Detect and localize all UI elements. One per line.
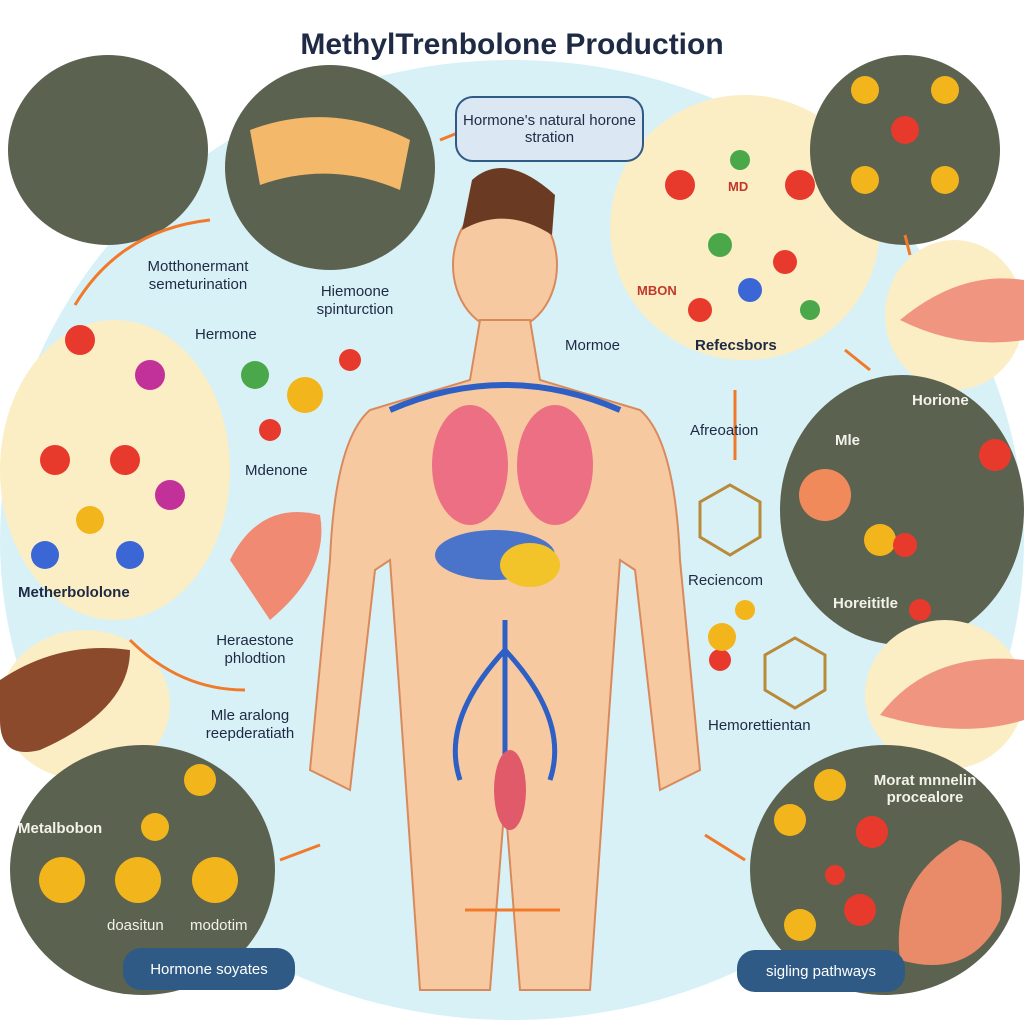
label-mormoe: Mormoe <box>565 337 621 354</box>
label-secretion: Motthonermant semeturination <box>147 258 249 293</box>
page-title: MethylTrenbolone Production <box>300 28 724 61</box>
organs <box>0 117 1024 965</box>
label-modotim: modotim <box>190 917 248 934</box>
molecule-circle-top-left <box>8 55 208 245</box>
label-spinturction: Hiemoone spinturction <box>316 283 394 318</box>
label-hermone: Hermone <box>195 326 257 343</box>
hormone-systems-pill: Hormone soyates <box>123 948 295 990</box>
label-reciencom: Reciencom <box>688 572 764 589</box>
arrows <box>73 128 912 912</box>
label-horione: Horione <box>912 392 969 409</box>
molecule-circle-top-right <box>810 55 1000 245</box>
label-aralong: Mle aralong reepderatiath <box>205 707 295 742</box>
label-mle-right: Mle <box>835 432 861 449</box>
molecule-atoms <box>31 76 1011 941</box>
label-heraestone: Heraestone phlodtion <box>216 632 294 667</box>
label-hemorettientan: Hemorettientan <box>708 717 811 734</box>
label-mdenone: Mdenone <box>245 462 308 479</box>
signaling-pathways-pill: sigling pathways <box>737 950 905 992</box>
label-metherbololone: Metherbololone <box>18 584 130 601</box>
label-refecsbors: Refecsbors <box>695 337 777 354</box>
label-afreoation: Afreoation <box>690 422 759 439</box>
natural-hormone-callout: Hormone's natural horone stration <box>455 96 644 162</box>
label-doasitun: doasitun <box>107 917 164 934</box>
label-md: MD <box>728 179 749 194</box>
label-mbon: MBON <box>637 283 677 298</box>
label-procealore: Morat mnnelin procealore <box>873 772 977 806</box>
label-horeititle: Horeititle <box>833 595 899 612</box>
label-metalbobon: Metalbobon <box>18 820 103 837</box>
